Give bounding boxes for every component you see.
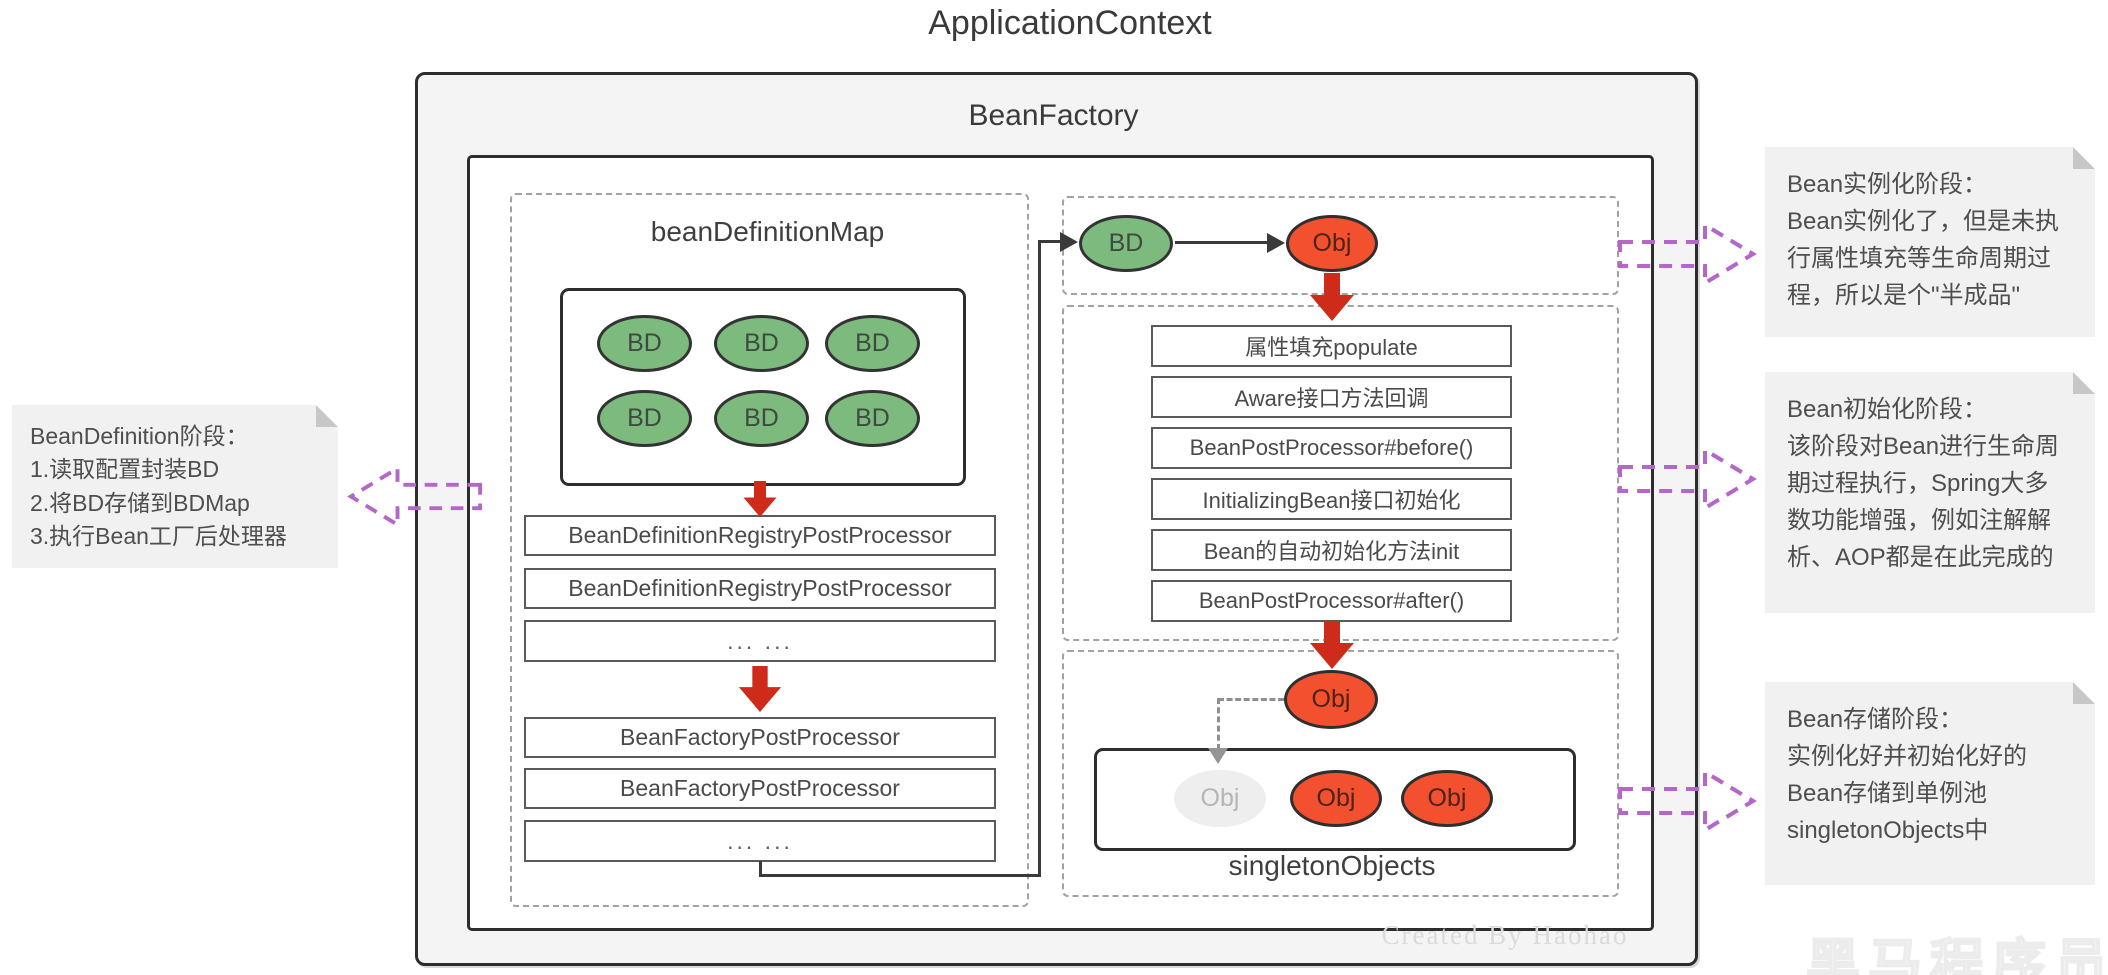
gray-dashed-connector	[1217, 698, 1220, 750]
registry-post-processor-box: BeanDefinitionRegistryPostProcessor	[524, 568, 996, 609]
red-down-arrow-icon	[1310, 273, 1354, 321]
bd-ellipse: BD	[1079, 215, 1173, 272]
page-title: ApplicationContext	[928, 3, 1212, 42]
obj-ellipse: Obj	[1290, 770, 1382, 827]
note-instantiation-phase: Bean实例化阶段： Bean实例化了，但是未执 行属性填充等生命周期过 程，所…	[1765, 147, 2095, 337]
bd-ellipse: BD	[714, 390, 809, 447]
bean-definition-map-label: beanDefinitionMap	[650, 216, 885, 247]
lifecycle-step-box: Bean的自动初始化方法init	[1151, 529, 1512, 571]
bean-definition-map-box	[510, 193, 1029, 907]
beanfactory-label: BeanFactory	[968, 99, 1139, 132]
arrowhead-icon	[1060, 232, 1078, 252]
bd-ellipse: BD	[714, 315, 809, 372]
bd-ellipse: BD	[597, 315, 692, 372]
connector-line	[759, 861, 762, 877]
connector-line	[1038, 240, 1064, 243]
bd-ellipse: BD	[597, 390, 692, 447]
red-down-arrow-icon	[1310, 621, 1354, 669]
registry-post-processor-box: BeanDefinitionRegistryPostProcessor	[524, 515, 996, 556]
gray-dashed-connector	[1218, 698, 1284, 701]
gray-arrowhead-icon	[1208, 748, 1228, 764]
lifecycle-step-box: BeanPostProcessor#after()	[1151, 580, 1512, 622]
lifecycle-step-box: InitializingBean接口初始化	[1151, 478, 1512, 520]
phase-arrow-right-icon	[1618, 446, 1757, 512]
lifecycle-step-box: Aware接口方法回调	[1151, 376, 1512, 418]
red-down-arrow-icon	[738, 666, 782, 712]
factory-post-processor-box: BeanFactoryPostProcessor	[524, 768, 996, 809]
lifecycle-step-box: BeanPostProcessor#before()	[1151, 427, 1512, 469]
bd-ellipse: BD	[825, 315, 920, 372]
lifecycle-step-box: 属性填充populate	[1151, 325, 1512, 367]
note-bean-definition-phase: BeanDefinition阶段： 1.读取配置封装BD 2.将BD存储到BDM…	[12, 405, 338, 568]
note-initialization-phase: Bean初始化阶段： 该阶段对Bean进行生命周 期过程执行，Spring大多 …	[1765, 372, 2095, 613]
factory-post-processor-box: BeanFactoryPostProcessor	[524, 717, 996, 758]
obj-ellipse-ghost: Obj	[1174, 770, 1266, 827]
obj-ellipse: Obj	[1401, 770, 1493, 827]
phase-arrow-right-icon	[1618, 768, 1757, 834]
registry-post-processor-more-box: ... ...	[524, 620, 996, 662]
phase-arrow-right-icon	[1618, 221, 1757, 287]
corner-logo-watermark: 黑马程序员	[1805, 934, 2108, 975]
phase-arrow-left-icon	[347, 464, 483, 529]
red-down-arrow-icon	[743, 481, 777, 517]
connector-line	[1175, 241, 1269, 244]
created-by-watermark: Created By Haohao	[1381, 919, 1629, 950]
obj-ellipse: Obj	[1286, 215, 1378, 272]
arrowhead-icon	[1267, 233, 1285, 253]
connector-line	[759, 874, 1041, 877]
singleton-objects-label: singletonObjects	[1228, 850, 1436, 881]
connector-line	[1038, 240, 1041, 877]
note-storage-phase: Bean存储阶段： 实例化好并初始化好的 Bean存储到单例池 singleto…	[1765, 682, 2095, 885]
obj-ellipse: Obj	[1284, 670, 1378, 729]
bd-ellipse: BD	[825, 390, 920, 447]
factory-post-processor-more-box: ... ...	[524, 820, 996, 862]
